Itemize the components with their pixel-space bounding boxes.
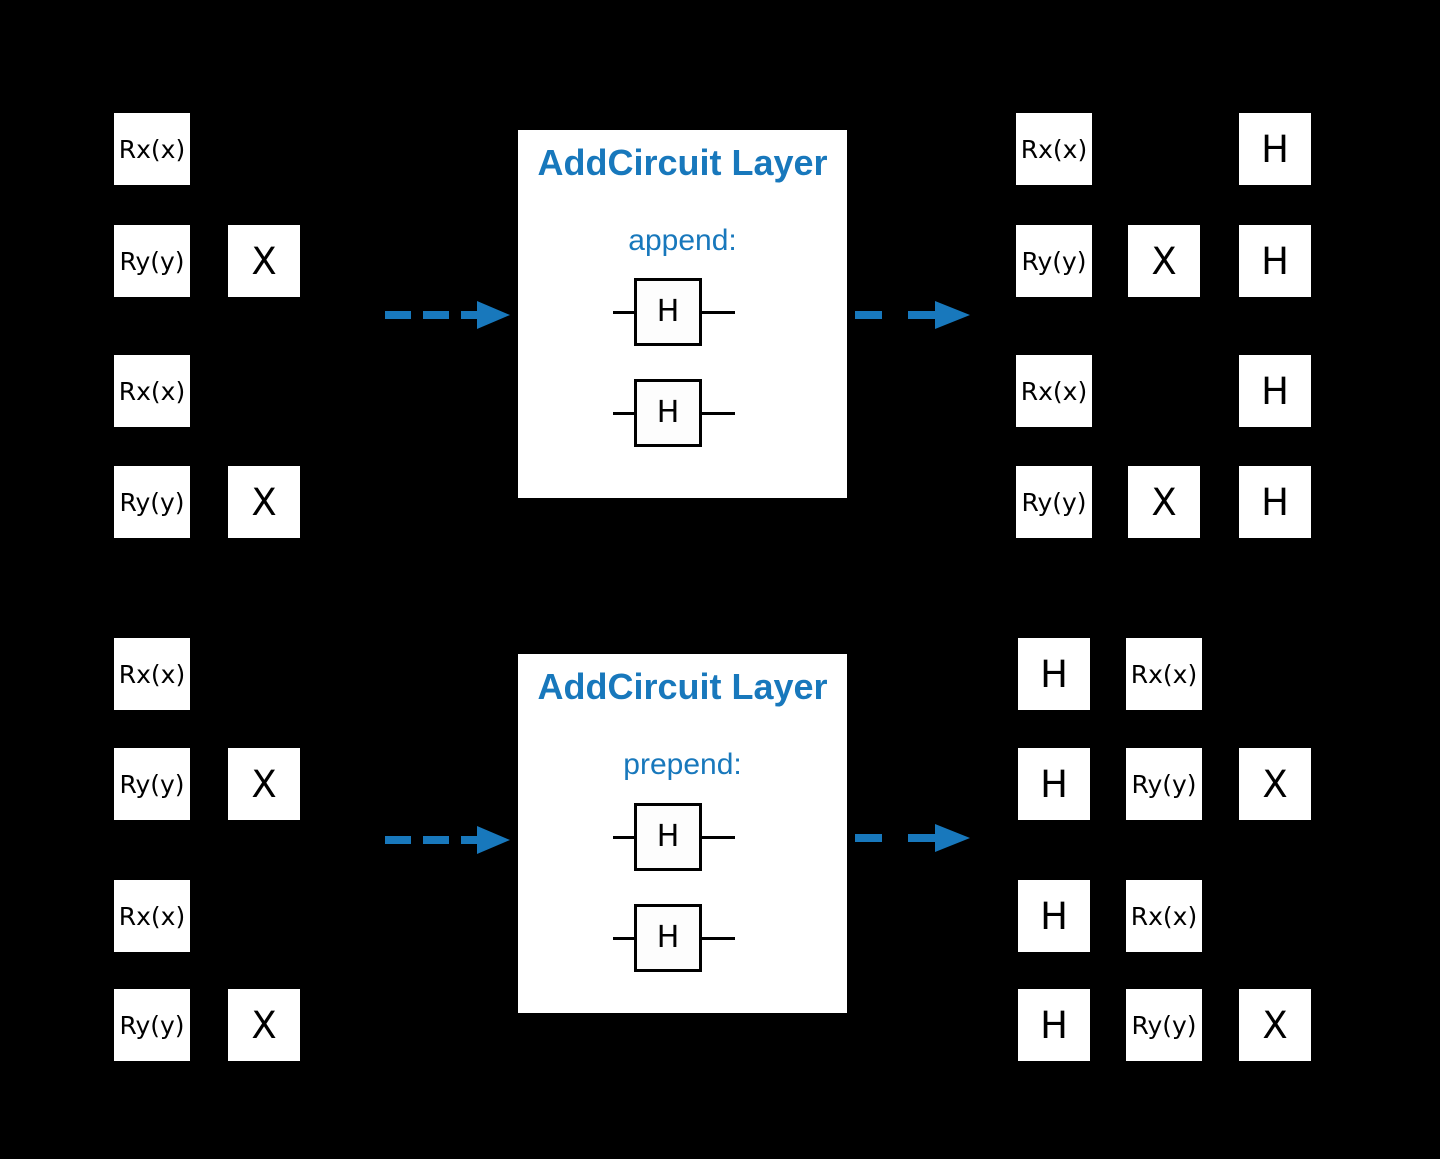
- panel-title: AddCircuit Layer: [537, 666, 828, 707]
- gate-rx: Rx(x): [1126, 638, 1202, 710]
- gate-rx: Rx(x): [1016, 113, 1092, 185]
- flow-arrow-append-to-output: [855, 301, 970, 329]
- gate-rx: Rx(x): [1016, 355, 1092, 427]
- gate-h: H: [1239, 225, 1311, 297]
- gate-h: H: [1239, 113, 1311, 185]
- gate-h: H: [1018, 638, 1090, 710]
- gate-h: H: [1239, 355, 1311, 427]
- gate-x: X: [1239, 989, 1311, 1061]
- gate-h: H: [634, 379, 702, 447]
- gate-ry: Ry(y): [1126, 989, 1202, 1061]
- gate-x: X: [1239, 748, 1311, 820]
- flow-arrow-input-to-prepend: [385, 826, 510, 854]
- wire-stub: [702, 835, 735, 839]
- gate-ry: Ry(y): [114, 989, 190, 1061]
- gate-ry: Ry(y): [114, 466, 190, 538]
- h-gate-on-wire: H: [613, 803, 735, 871]
- gate-x: X: [228, 466, 300, 538]
- h-gate-on-wire: H: [613, 379, 735, 447]
- gate-rx: Rx(x): [114, 638, 190, 710]
- gate-h: H: [1018, 880, 1090, 952]
- wire-stub: [613, 936, 634, 940]
- gate-rx: Rx(x): [114, 880, 190, 952]
- flow-arrow-input-to-append: [385, 301, 510, 329]
- gate-ry: Ry(y): [114, 225, 190, 297]
- gate-h: H: [1239, 466, 1311, 538]
- h-gate-on-wire: H: [613, 904, 735, 972]
- gate-h: H: [634, 904, 702, 972]
- wire-stub: [702, 310, 735, 314]
- gate-rx: Rx(x): [114, 355, 190, 427]
- panel-mode-label: prepend:: [623, 748, 742, 781]
- panel-title: AddCircuit Layer: [537, 142, 828, 183]
- gate-h: H: [1018, 989, 1090, 1061]
- gate-x: X: [228, 989, 300, 1061]
- flow-arrow-prepend-to-output: [855, 824, 970, 852]
- panel-mode-label: append:: [628, 224, 737, 257]
- gate-x: X: [1128, 466, 1200, 538]
- gate-h: H: [634, 278, 702, 346]
- addcircuit-panel-prepend: AddCircuit Layer prepend: H H: [518, 654, 847, 1013]
- gate-x: X: [1128, 225, 1200, 297]
- gate-x: X: [228, 225, 300, 297]
- gate-ry: Ry(y): [1016, 466, 1092, 538]
- gate-ry: Ry(y): [1016, 225, 1092, 297]
- addcircuit-panel-append: AddCircuit Layer append: H H: [518, 130, 847, 498]
- wire-stub: [702, 936, 735, 940]
- wire-stub: [702, 411, 735, 415]
- h-gate-on-wire: H: [613, 278, 735, 346]
- gate-h: H: [634, 803, 702, 871]
- gate-x: X: [228, 748, 300, 820]
- wire-stub: [613, 411, 634, 415]
- gate-rx: Rx(x): [1126, 880, 1202, 952]
- wire-stub: [613, 835, 634, 839]
- gate-ry: Ry(y): [1126, 748, 1202, 820]
- gate-h: H: [1018, 748, 1090, 820]
- wire-stub: [613, 310, 634, 314]
- gate-rx: Rx(x): [114, 113, 190, 185]
- gate-ry: Ry(y): [114, 748, 190, 820]
